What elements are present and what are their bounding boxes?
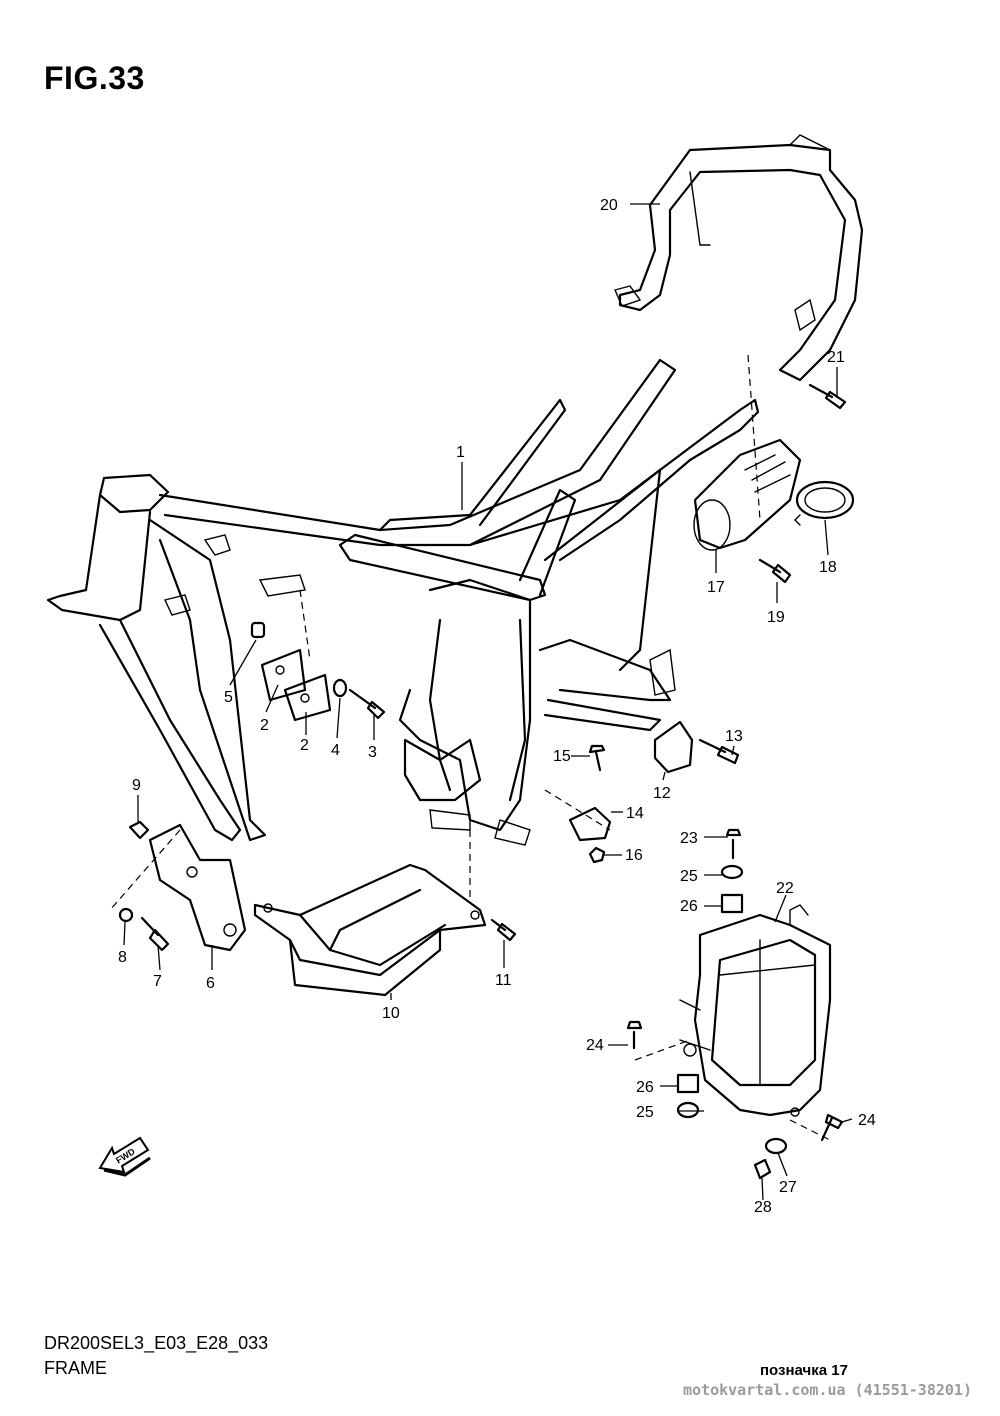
label-15: 15 <box>553 748 571 765</box>
lower-bracket <box>118 820 247 952</box>
label-22: 22 <box>776 880 794 897</box>
figure-title: FIG.33 <box>44 60 145 96</box>
skid-cradle <box>253 863 517 997</box>
label-12: 12 <box>653 785 671 802</box>
cushion-27 <box>764 1137 788 1155</box>
label-17: 17 <box>707 579 725 596</box>
cushion-26-top <box>720 893 744 914</box>
label-8: 8 <box>118 949 127 966</box>
bolt-23 <box>725 828 742 860</box>
tool-box <box>693 438 802 551</box>
label-28: 28 <box>754 1199 772 1216</box>
label-16: 16 <box>625 847 643 864</box>
grommet-25-bottom <box>676 1101 700 1119</box>
label-19: 19 <box>767 609 785 626</box>
label-5: 5 <box>224 689 233 706</box>
label-11: 11 <box>495 972 512 989</box>
label-27: 27 <box>779 1179 797 1196</box>
label-23: 23 <box>680 830 698 847</box>
cushion-26-bottom <box>676 1073 700 1094</box>
label-14: 14 <box>626 805 644 822</box>
label-24b: 24 <box>858 1112 876 1129</box>
band <box>794 480 855 526</box>
label-20: 20 <box>600 197 618 214</box>
grommet-25-top <box>720 864 744 880</box>
fwd-arrow-icon: FWD <box>98 1136 151 1177</box>
main-frame <box>46 358 760 846</box>
label-9: 9 <box>132 777 141 794</box>
label-6: 6 <box>206 975 215 992</box>
label-1: 1 <box>456 444 465 461</box>
label-2b: 2 <box>300 737 309 754</box>
label-24a: 24 <box>586 1037 604 1054</box>
label-18: 18 <box>819 559 837 576</box>
leader-lines <box>123 203 853 1201</box>
label-26a: 26 <box>680 898 698 915</box>
label-25a: 25 <box>680 868 698 885</box>
footer-mark: позначка 17 <box>760 1362 848 1379</box>
engine-mount-brackets <box>250 621 386 722</box>
part-labels: 1 2 2 3 4 5 6 7 8 9 10 11 12 13 14 15 16… <box>118 197 876 1216</box>
label-13: 13 <box>725 728 743 745</box>
label-3: 3 <box>368 744 377 761</box>
label-7: 7 <box>153 973 162 990</box>
bolt-24-left <box>626 1020 643 1050</box>
label-4: 4 <box>331 742 340 759</box>
label-2a: 2 <box>260 717 269 734</box>
bolt-24-right <box>820 1113 844 1142</box>
watermark: motokvartal.com.ua (41551-38201) <box>683 1381 972 1399</box>
diagram-name: FRAME <box>44 1358 107 1378</box>
diagram-code: DR200SEL3_E03_E28_033 <box>44 1333 269 1353</box>
nut-28 <box>753 1158 772 1180</box>
label-25b: 25 <box>636 1104 654 1121</box>
damper-parts <box>568 720 740 864</box>
label-10: 10 <box>382 1005 400 1022</box>
label-21: 21 <box>827 349 845 366</box>
rear-carrier <box>614 134 864 382</box>
label-26b: 26 <box>636 1079 654 1096</box>
battery-box <box>679 904 832 1117</box>
